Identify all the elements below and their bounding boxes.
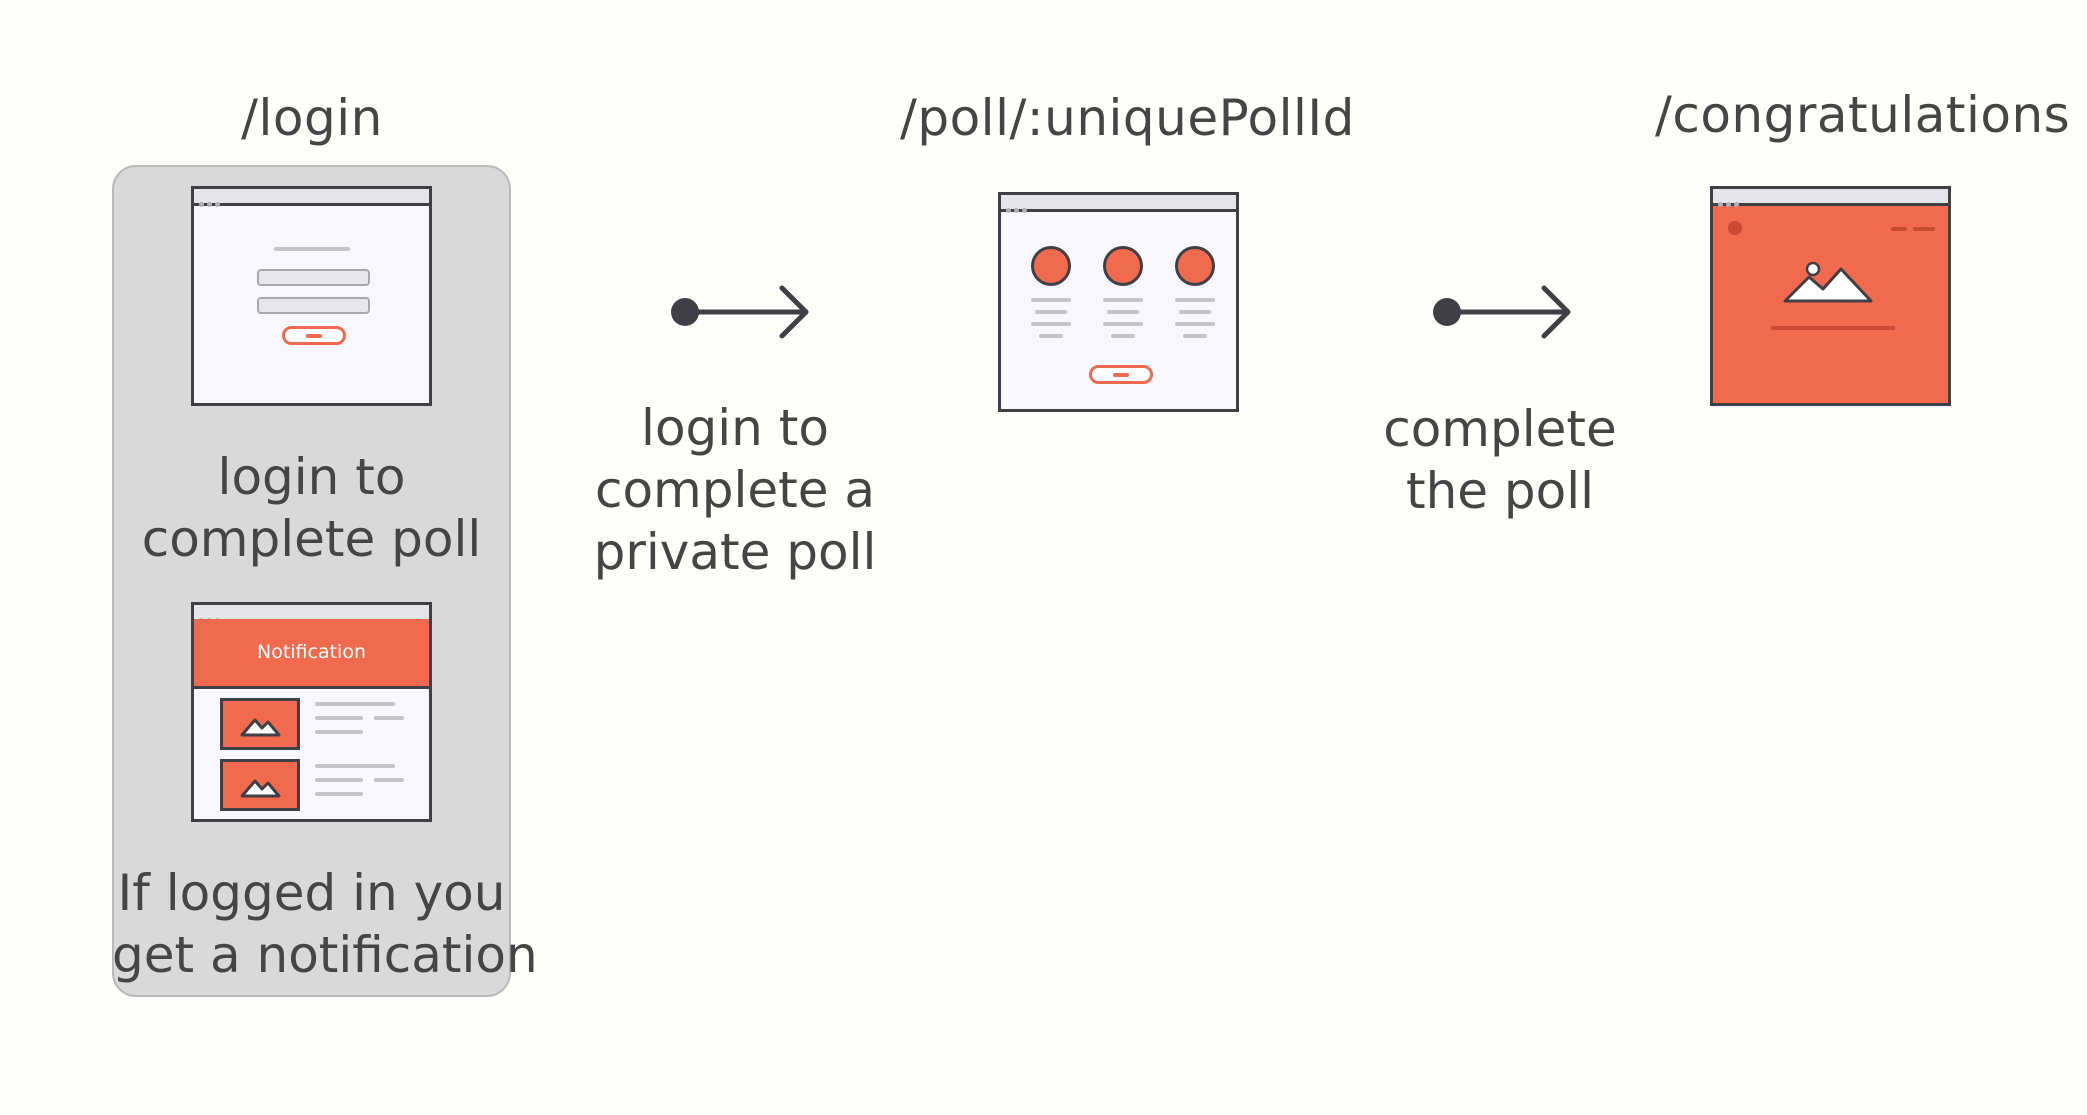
text-line bbox=[315, 778, 363, 782]
text-line bbox=[1103, 298, 1143, 302]
congratulations-page-wireframe bbox=[1710, 186, 1951, 406]
image-icon bbox=[240, 779, 281, 798]
login-caption: login to complete poll bbox=[112, 446, 511, 570]
login-caption-line-2: complete poll bbox=[141, 510, 482, 568]
username-field-wireframe bbox=[257, 269, 370, 286]
window-dots-icon bbox=[1006, 198, 1030, 217]
login-heading-line bbox=[274, 247, 350, 251]
image-icon bbox=[240, 718, 281, 737]
poll-page-wireframe bbox=[998, 192, 1239, 412]
login-caption-line-1: login to bbox=[217, 448, 406, 506]
image-thumbnail-2 bbox=[220, 759, 300, 811]
poll-option-circle-2 bbox=[1103, 246, 1143, 286]
browser-bar bbox=[194, 189, 429, 207]
text-line bbox=[1031, 322, 1071, 326]
text-line bbox=[1103, 322, 1143, 326]
nav-line bbox=[1891, 227, 1907, 231]
text-line bbox=[1175, 322, 1215, 326]
notification-header: Notification bbox=[194, 619, 429, 689]
text-line bbox=[1111, 334, 1135, 338]
arrow-right-icon bbox=[1433, 285, 1571, 339]
route-title-congratulations: /congratulations bbox=[1655, 86, 2071, 144]
transition-caption-login: login to complete a private poll bbox=[560, 397, 910, 583]
window-dots-icon bbox=[1718, 192, 1742, 211]
transition-caption-complete: complete the poll bbox=[1330, 398, 1670, 522]
poll-option-circle-1 bbox=[1031, 246, 1071, 286]
notification-caption: If logged in you get a notification bbox=[112, 862, 538, 986]
text-line bbox=[315, 792, 363, 796]
image-icon bbox=[1783, 261, 1873, 303]
route-title-login: /login bbox=[241, 89, 383, 147]
text-line bbox=[315, 764, 395, 768]
text-line bbox=[1031, 298, 1071, 302]
heading-underline bbox=[1771, 326, 1895, 330]
browser-bar bbox=[1713, 189, 1948, 207]
text-line bbox=[315, 730, 363, 734]
text-line bbox=[1107, 310, 1139, 314]
transition-caption-line: login to bbox=[641, 399, 829, 457]
poll-option-circle-3 bbox=[1175, 246, 1215, 286]
login-page-wireframe bbox=[191, 186, 432, 406]
notification-caption-line-1: If logged in you bbox=[117, 864, 506, 922]
text-line bbox=[374, 778, 404, 782]
transition-caption-line: the poll bbox=[1405, 462, 1595, 520]
arrow-right-icon bbox=[671, 285, 809, 339]
transition-caption-line: private poll bbox=[593, 523, 877, 581]
text-line bbox=[1039, 334, 1063, 338]
password-field-wireframe bbox=[257, 297, 370, 314]
nav-line bbox=[1913, 227, 1935, 231]
window-dots-icon bbox=[199, 192, 223, 211]
text-line bbox=[1035, 310, 1067, 314]
notification-page-wireframe: Notification bbox=[191, 602, 432, 822]
text-line bbox=[315, 702, 395, 706]
login-button-wireframe bbox=[282, 326, 346, 345]
notification-caption-line-2: get a notification bbox=[112, 926, 538, 984]
logo-dot bbox=[1728, 221, 1742, 235]
text-line bbox=[315, 716, 363, 720]
text-line bbox=[1179, 310, 1211, 314]
text-line bbox=[374, 716, 404, 720]
submit-button-wireframe bbox=[1089, 365, 1153, 384]
transition-caption-line: complete a bbox=[594, 461, 876, 519]
text-line bbox=[1175, 298, 1215, 302]
text-line bbox=[1183, 334, 1207, 338]
route-title-poll: /poll/:uniquePollId bbox=[900, 89, 1355, 147]
transition-caption-line: complete bbox=[1383, 400, 1617, 458]
browser-bar bbox=[1001, 195, 1236, 213]
image-thumbnail-1 bbox=[220, 698, 300, 750]
